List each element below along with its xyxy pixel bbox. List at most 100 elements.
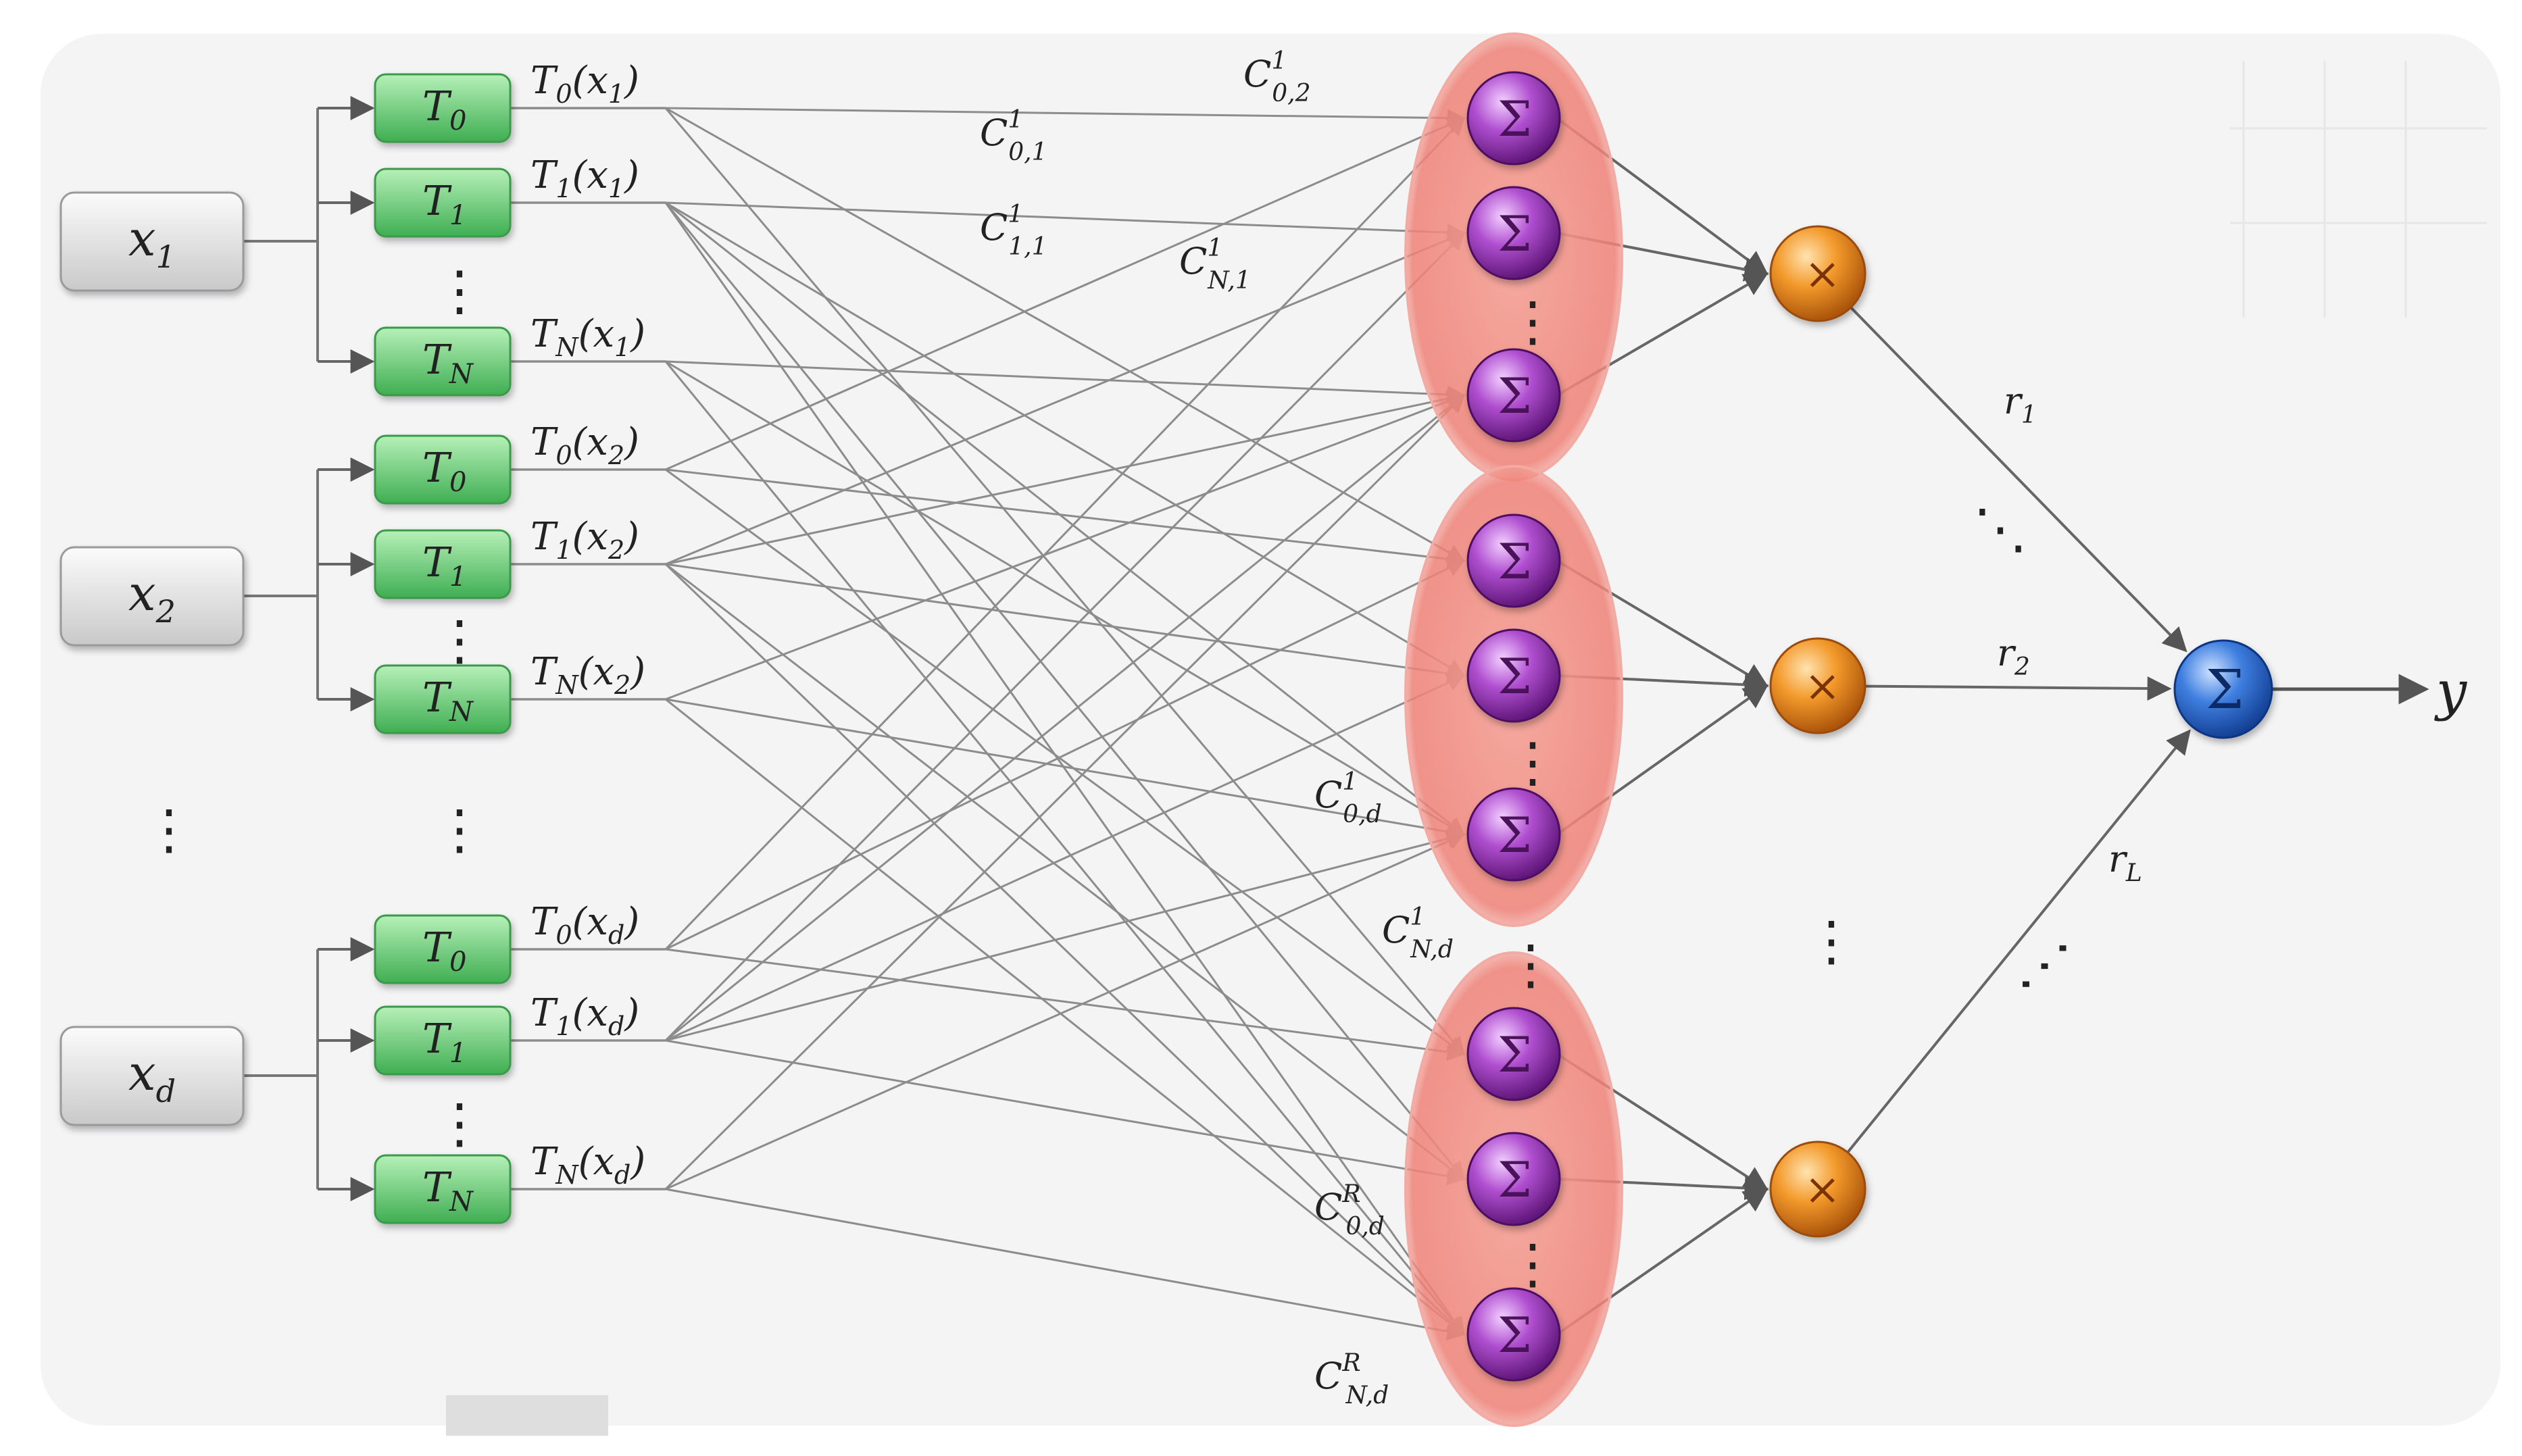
sum-node: Σ: [1466, 787, 1561, 882]
panel-background: [41, 34, 2500, 1426]
basis-node-t1: T1: [374, 1005, 512, 1076]
basis-node-ellipsis: ⋮: [432, 259, 487, 322]
coefficient-edge: [665, 201, 1466, 677]
sum-node: Σ: [1466, 628, 1561, 723]
coefficient-edge: [665, 116, 1466, 471]
svg-text:×: ×: [1804, 249, 1841, 299]
coefficient-edge: [665, 563, 1466, 1180]
coefficient-edge: [665, 107, 1466, 562]
weight-ellipsis-top: ⋱: [1973, 497, 2027, 560]
coefficient-edge: [664, 202, 1465, 1181]
basis-layer: T0T0(x1)T1T1(x1)TNTN(x1)⋮T0T0(x2)T1T1(x2…: [374, 59, 645, 1224]
basis-node-ellipsis: ⋮: [432, 609, 487, 672]
basis-node-t1: T1: [374, 529, 512, 599]
coefficient-edge: [665, 948, 1466, 1061]
sum-node: Σ: [1466, 186, 1561, 280]
sum-node-ellipsis: ⋮: [1506, 731, 1560, 794]
basis-node-t0: T0: [374, 73, 512, 143]
basis-node-t0: T0: [374, 434, 512, 505]
coefficient-edge: [665, 698, 1466, 1336]
basis-node-tn: TN: [374, 664, 512, 734]
coefficient-edge: [665, 360, 1466, 836]
coefficient-edge: [665, 360, 1466, 404]
svg-text:Σ: Σ: [2206, 658, 2244, 721]
input-node-x1: x1: [59, 191, 245, 292]
weight-ellipsis-bottom: ⋱: [2011, 939, 2074, 993]
product-node: ×: [1769, 1140, 1866, 1238]
sum-node: Σ: [1466, 71, 1561, 166]
basis-node-t1: T1: [374, 168, 512, 238]
input-ellipsis: ⋮: [142, 798, 196, 861]
basis-output-label: TN(x1): [530, 312, 645, 362]
coefficient-edge: [665, 107, 1466, 128]
coefficient-edge: [664, 563, 1465, 1336]
product-node: ×: [1769, 637, 1866, 734]
coefficient-edge: [664, 117, 1465, 951]
node-layer: ΣΣΣ⋮ΣΣΣ⋮ΣΣΣ⋮×××Σ: [1466, 71, 2273, 1382]
input-node-xd: xd: [59, 1026, 245, 1126]
edge-layer: [243, 96, 2429, 1340]
sum-node-ellipsis: ⋮: [1506, 1232, 1560, 1295]
coefficient-edge: [664, 202, 1465, 1336]
svg-text:TN: TN: [422, 336, 474, 390]
sum-node: Σ: [1466, 1132, 1561, 1226]
coefficient-edge: [665, 230, 1466, 566]
svg-text:Σ: Σ: [1498, 205, 1532, 262]
coefficient-edge: [665, 832, 1466, 1190]
coefficient-edge: [665, 201, 1466, 242]
svg-text:T0: T0: [422, 445, 466, 498]
coefficient-edge: [665, 468, 1466, 1055]
basis-node-ellipsis: ⋮: [432, 1092, 487, 1155]
basis-output-label: TN(x2): [530, 650, 645, 700]
coefficient-edge: [665, 201, 1466, 836]
output-label-y: y: [2434, 659, 2468, 722]
sum-node: Σ: [1466, 348, 1561, 443]
weight-label-r2: r2: [1997, 632, 2030, 681]
decorative-grid: [2230, 61, 2487, 318]
coefficient-edge: [664, 394, 1465, 1190]
svg-text:Σ: Σ: [1498, 533, 1532, 590]
basis-output-label: TN(xd): [530, 1140, 645, 1190]
basis-node-tn: TN: [374, 1154, 512, 1224]
basis-output-label: T1(xd): [530, 991, 639, 1041]
coefficient-edge: [664, 361, 1465, 1336]
decorative-dots: [446, 1395, 608, 1436]
svg-text:Σ: Σ: [1498, 1307, 1532, 1363]
svg-text:Σ: Σ: [1498, 91, 1532, 147]
basis-node-tn: TN: [374, 326, 512, 397]
basis-node-t0: T0: [374, 914, 512, 984]
sum-node: Σ: [1466, 1287, 1561, 1382]
coefficient-edge: [664, 232, 1465, 1042]
weight-label-r1: r1: [2004, 380, 2037, 429]
svg-text:T1: T1: [422, 178, 466, 231]
svg-text:T1: T1: [422, 1015, 466, 1069]
svg-text:×: ×: [1804, 1165, 1841, 1215]
basis-ellipsis: ⋮: [432, 798, 487, 861]
coefficient-edge: [665, 394, 1466, 1042]
sum-node: Σ: [1466, 1007, 1561, 1101]
coefficient-edge: [664, 107, 1465, 1056]
svg-text:×: ×: [1804, 661, 1841, 711]
group-ellipsis: ⋮: [1504, 933, 1558, 996]
coefficient-edge: [665, 698, 1466, 841]
svg-text:TN: TN: [422, 1164, 474, 1217]
svg-text:x2: x2: [128, 565, 176, 630]
coefficient-edge: [665, 830, 1466, 1042]
product-to-output-edge: [1846, 729, 2191, 1155]
basis-output-label: T1(x1): [530, 153, 639, 203]
svg-text:Σ: Σ: [1498, 368, 1532, 424]
svg-text:T1: T1: [422, 539, 466, 593]
coefficient-edge: [665, 1188, 1466, 1340]
svg-text:T0: T0: [422, 924, 466, 978]
svg-text:xd: xd: [128, 1045, 176, 1109]
